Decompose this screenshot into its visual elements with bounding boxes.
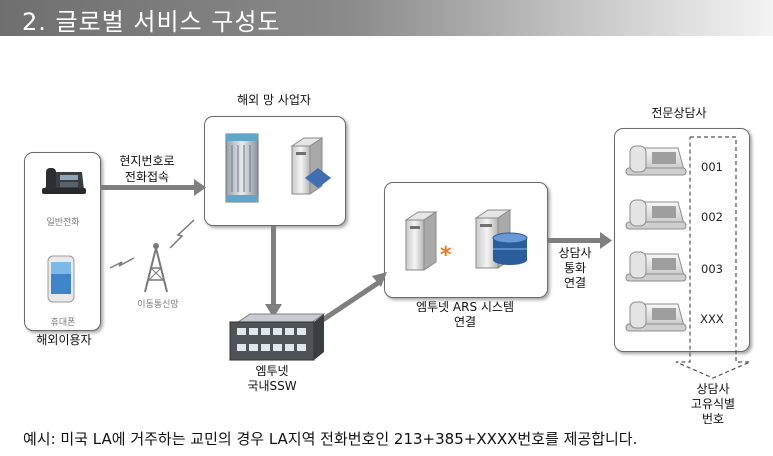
asterisk-icon: *: [440, 243, 452, 268]
ars-server-icon: [404, 211, 438, 271]
ars-label-2: 연결: [453, 315, 477, 329]
connect-label-2: 통화: [563, 261, 587, 275]
user-title: 해외이용자: [36, 333, 92, 347]
signal-lightning-right-icon: [169, 219, 195, 249]
connect-label-3: 연결: [563, 276, 587, 290]
ssw-label-2: 국내SSW: [247, 379, 297, 393]
counselor-id-label-2: 고유식별: [690, 397, 736, 411]
overseas-title: 해외 망 사업자: [237, 93, 311, 107]
ssw-switch-icon: [229, 313, 326, 361]
connect-label-1: 상담사: [558, 246, 592, 260]
counselor-id-label-3: 번호: [701, 412, 725, 426]
arrow-local-label-2: 전화접속: [124, 170, 170, 184]
desk-phone-icon: [42, 168, 86, 194]
arrow-local-label-1: 현지번호로: [119, 154, 175, 168]
counselor-phone-icon: [625, 145, 687, 176]
counselor-phone-icon: [625, 251, 687, 282]
ars-label-1: 엠투넷 ARS 시스템: [415, 300, 515, 314]
counselor-id-001: 001: [701, 160, 723, 174]
ssw-label-1: 엠투넷: [255, 364, 289, 378]
mobile-network-label: 이동통신망: [137, 300, 179, 310]
counselor-id-003: 003: [701, 262, 723, 276]
mobile-phone-icon: [47, 255, 75, 303]
arrow-ssw-to-ars: [316, 272, 387, 326]
database-server-icon: [474, 209, 528, 269]
phone-label: 일반전화: [46, 218, 80, 228]
page-title: 2. 글로벌 서비스 구성도: [22, 8, 281, 36]
mobile-label: 휴대폰: [50, 318, 76, 328]
counselor-id-xxx: XXX: [700, 312, 724, 326]
cell-tower-icon: [144, 243, 168, 293]
counselor-id-label-1: 상담사: [696, 382, 730, 396]
counselor-phone-icon: [625, 199, 687, 230]
arrow-overseas-to-ssw: [265, 226, 282, 318]
server-icon: [290, 137, 331, 195]
arrow-ars-to-counselor: [548, 232, 612, 249]
network-rack-icon: [225, 133, 259, 203]
counselors-title: 전문상담사: [651, 106, 707, 120]
footer-example-text: 예시: 미국 LA에 거주하는 교민의 경우 LA지역 전화번호인 213+38…: [23, 430, 638, 448]
signal-lightning-left-icon: [109, 257, 135, 269]
counselor-id-002: 002: [701, 210, 723, 224]
arrow-user-to-overseas: [100, 179, 206, 196]
header-bar: 2. 글로벌 서비스 구성도: [0, 0, 773, 36]
counselor-phone-icon: [625, 301, 687, 332]
